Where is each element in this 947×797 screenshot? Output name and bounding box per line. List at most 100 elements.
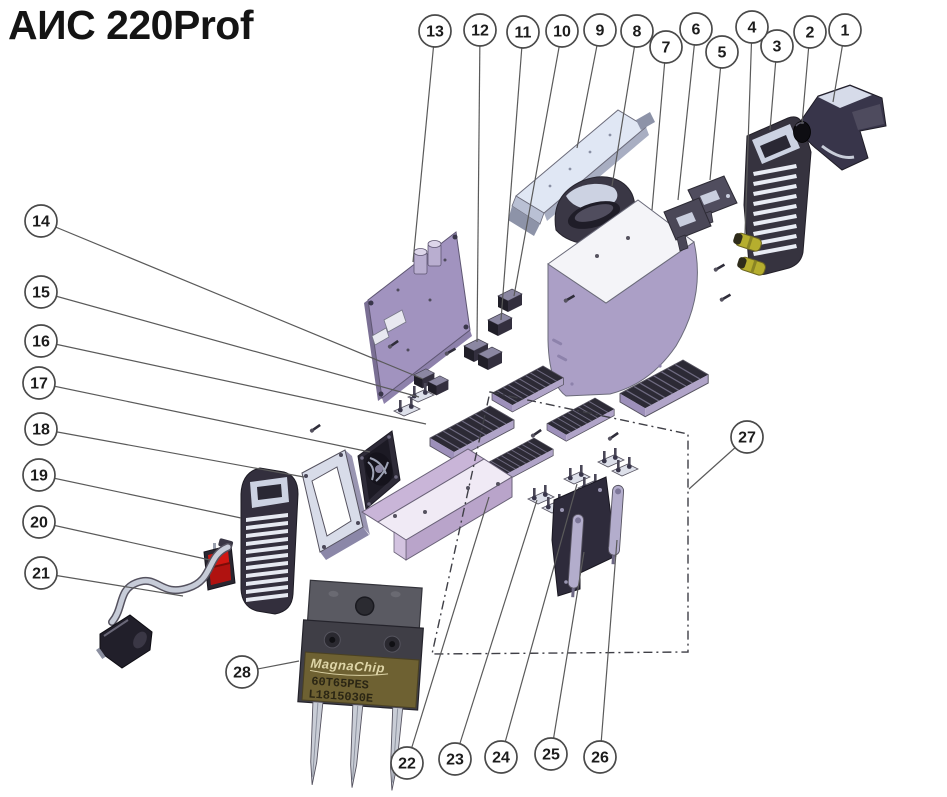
- callout-24: 24: [484, 740, 518, 774]
- callout-number-12: 12: [471, 23, 489, 40]
- callout-leader-20: [38, 521, 211, 561]
- callout-number-21: 21: [32, 566, 50, 583]
- part-transistor-pair-14: [413, 368, 449, 396]
- callout-leader-lines: [38, 26, 846, 764]
- callout-leader-14: [40, 220, 424, 380]
- callout-leader-21: [40, 572, 184, 597]
- callout-circle-25: [534, 737, 568, 771]
- callout-number-5: 5: [718, 45, 727, 62]
- callout-number-9: 9: [596, 23, 605, 40]
- callout-circle-22: [390, 746, 424, 780]
- chip-brand-text: MagnaChip: [310, 655, 385, 675]
- callout-leader-19: [38, 474, 242, 519]
- part-main-pcb: [364, 231, 472, 404]
- callout-number-15: 15: [32, 285, 50, 302]
- callout-leader-25: [550, 551, 585, 755]
- callout-circle-6: [679, 12, 713, 46]
- callout-leader-6: [677, 28, 697, 201]
- callout-number-17: 17: [30, 376, 48, 393]
- callout-leader-26: [599, 539, 618, 758]
- callout-circle-23: [438, 742, 472, 776]
- callout-circle-8: [620, 14, 654, 48]
- callout-number-3: 3: [773, 39, 782, 56]
- callout-number-16: 16: [32, 334, 50, 351]
- callout-leader-23: [454, 499, 538, 760]
- callout-leader-7: [651, 46, 667, 211]
- part-driver-board: [551, 476, 617, 597]
- part-power-switch: [203, 541, 236, 591]
- callout-leader-24: [500, 483, 578, 758]
- callout-leader-18: [40, 428, 305, 478]
- callout-leader-12: [476, 29, 481, 343]
- callout-12: 12: [463, 13, 497, 47]
- callout-circle-16: [24, 324, 58, 358]
- callout-leader-5: [709, 51, 723, 181]
- callout-circle-5: [705, 35, 739, 69]
- callout-number-24: 24: [492, 750, 510, 767]
- chip-part-number-text: 60T65PES: [311, 675, 369, 693]
- callout-6: 6: [679, 12, 713, 46]
- callout-circle-19: [22, 458, 56, 492]
- callout-1: 1: [828, 13, 862, 47]
- callout-9: 9: [583, 13, 617, 47]
- callout-circle-17: [22, 366, 56, 400]
- callout-circle-27: [730, 420, 764, 454]
- callout-number-23: 23: [446, 752, 464, 769]
- callout-22: 22: [390, 746, 424, 780]
- callout-leader-22: [406, 496, 490, 764]
- callout-circle-20: [22, 505, 56, 539]
- callout-leader-11: [500, 31, 524, 321]
- callout-circle-2: [793, 15, 827, 49]
- part-panel-connectors: [733, 232, 766, 276]
- callout-number-18: 18: [32, 422, 50, 439]
- callout-21: 21: [24, 556, 58, 590]
- callout-leader-8: [611, 30, 638, 187]
- callout-7: 7: [649, 30, 683, 64]
- part-fan-bracket: [301, 449, 370, 560]
- callout-leader-16: [40, 340, 427, 425]
- callout-19: 19: [22, 458, 56, 492]
- callout-10: 10: [545, 14, 579, 48]
- callout-circle-12: [463, 13, 497, 47]
- chip-lot-code-text: L1815030E: [308, 687, 374, 705]
- callout-circle-10: [545, 14, 579, 48]
- callout-leader-10: [513, 30, 563, 297]
- callout-leader-4: [744, 26, 753, 235]
- callout-circle-15: [24, 275, 58, 309]
- callout-27: 27: [730, 420, 764, 454]
- callout-2: 2: [793, 15, 827, 49]
- page-title: АИС 220Prof: [8, 2, 253, 48]
- part-heatsink-mid-right: [546, 397, 615, 442]
- callout-4: 4: [735, 10, 769, 44]
- part-knob: [793, 121, 811, 143]
- callout-circle-7: [649, 30, 683, 64]
- callout-number-8: 8: [633, 24, 642, 41]
- callout-circle-21: [24, 556, 58, 590]
- callout-number-14: 14: [32, 214, 50, 231]
- part-standoffs: [567, 484, 625, 598]
- callout-number-1: 1: [841, 23, 850, 40]
- part-front-panel: [743, 116, 812, 275]
- callout-8: 8: [620, 14, 654, 48]
- callout-14: 14: [24, 204, 58, 238]
- callout-leader-9: [576, 29, 601, 149]
- part-rear-panel: [240, 467, 299, 615]
- callout-number-22: 22: [398, 756, 416, 773]
- callout-leader-15: [40, 291, 420, 398]
- part-choke-pair-12: [463, 338, 503, 371]
- callout-circle-28: [225, 655, 259, 689]
- callout-5: 5: [705, 35, 739, 69]
- callout-number-10: 10: [553, 24, 571, 41]
- callout-16: 16: [24, 324, 58, 358]
- callout-circle-26: [583, 740, 617, 774]
- callout-number-6: 6: [692, 22, 701, 39]
- callout-number-13: 13: [426, 24, 444, 41]
- callout-number-28: 28: [233, 665, 251, 682]
- callout-15: 15: [24, 275, 58, 309]
- callout-circle-4: [735, 10, 769, 44]
- part-igbt-transistor: MagnaChip 60T65PES L1815030E: [297, 579, 424, 791]
- part-corner-handle-cap: [799, 84, 887, 171]
